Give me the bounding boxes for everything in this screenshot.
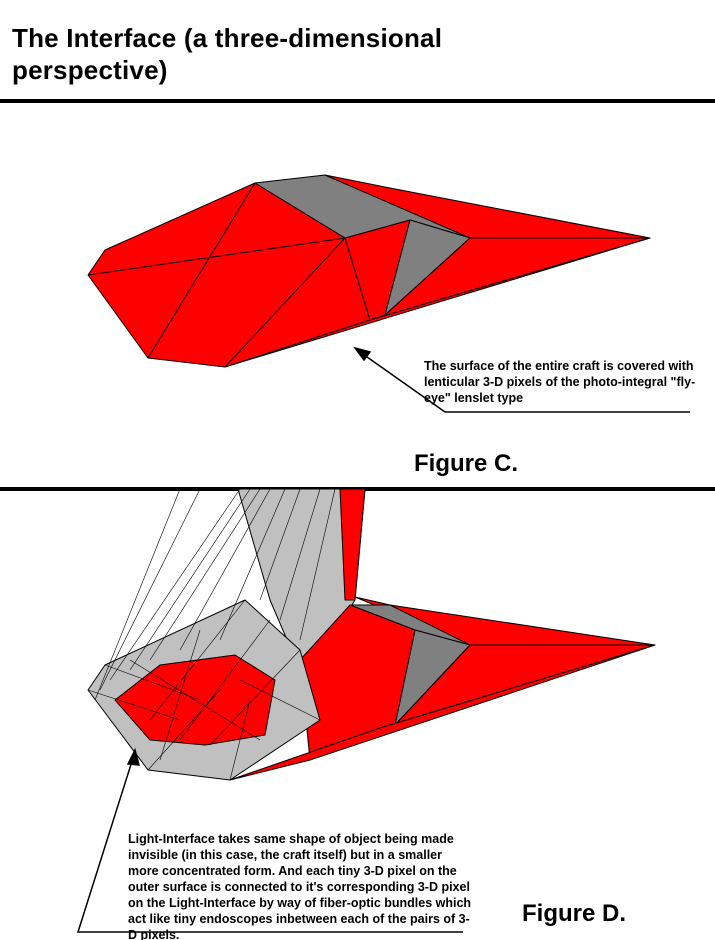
figure-c-craft bbox=[87, 174, 651, 368]
figure-d-label: Figure D. bbox=[522, 900, 627, 927]
craft-underside bbox=[224, 237, 651, 368]
fiber-optic-bundles bbox=[87, 488, 336, 781]
fiber-mount bbox=[339, 488, 366, 601]
page-title: The Interface (a three-dimensional persp… bbox=[12, 23, 443, 85]
figure-c-arrow bbox=[353, 346, 690, 413]
craft-underside bbox=[229, 644, 656, 781]
figure-c-label: Figure C. bbox=[414, 450, 519, 477]
figure-c-caption: The surface of the entire craft is cover… bbox=[424, 359, 696, 405]
craft-front-face bbox=[299, 604, 416, 761]
figure-d-arrow bbox=[76, 747, 463, 933]
figure-d-craft bbox=[87, 488, 656, 781]
divider bbox=[0, 99, 715, 103]
figure-d-caption: Light-Interface takes same shape of obje… bbox=[128, 832, 472, 940]
